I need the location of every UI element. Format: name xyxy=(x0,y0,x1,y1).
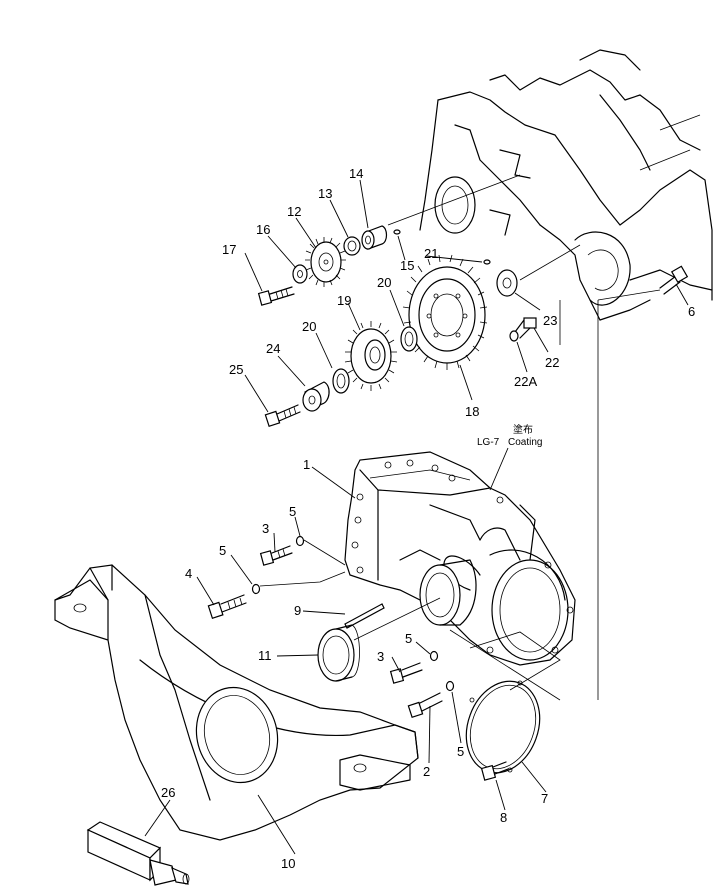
coating-note-lg7: LG-7 xyxy=(477,437,500,448)
washer-5-left xyxy=(251,583,261,595)
label-26: 26 xyxy=(161,785,175,800)
label-22a: 22A xyxy=(514,374,537,389)
pin-15 xyxy=(393,229,401,235)
leader-lines xyxy=(144,179,689,855)
gear-19 xyxy=(344,321,398,391)
washer-16 xyxy=(292,264,308,284)
label-9: 9 xyxy=(294,603,301,618)
bolt-25 xyxy=(264,404,301,428)
label-20-upper: 20 xyxy=(377,275,391,290)
gear-12 xyxy=(305,237,346,287)
label-3-upper: 3 xyxy=(262,521,269,536)
bolt-3-upper xyxy=(259,545,293,566)
label-15: 15 xyxy=(400,258,414,273)
label-18: 18 xyxy=(465,404,479,419)
label-5-upper: 5 xyxy=(289,504,296,519)
bracket-10 xyxy=(54,564,419,841)
bushing-20-lower xyxy=(332,368,350,394)
label-10: 10 xyxy=(281,856,295,871)
washer-5-lower xyxy=(445,680,455,692)
bolt-3-lower xyxy=(389,662,423,684)
label-11: 11 xyxy=(258,648,272,663)
bolt-6 xyxy=(659,265,689,295)
label-24: 24 xyxy=(266,341,280,356)
label-17: 17 xyxy=(222,242,236,257)
coating-note: 塗布 LG-7 Coating xyxy=(477,423,542,448)
label-12: 12 xyxy=(287,204,301,219)
bolt-2 xyxy=(407,692,443,719)
label-16: 16 xyxy=(256,222,270,237)
bushing-20-upper xyxy=(400,326,418,352)
engine-block-outline xyxy=(419,49,713,321)
label-22: 22 xyxy=(545,355,559,370)
bushing-13 xyxy=(343,236,361,256)
label-4: 4 xyxy=(185,566,192,581)
label-8: 8 xyxy=(500,810,507,825)
coating-note-coating: Coating xyxy=(508,437,542,448)
pin-9 xyxy=(344,603,385,629)
label-21: 21 xyxy=(424,246,438,261)
gear-18 xyxy=(402,254,488,370)
label-5-left: 5 xyxy=(219,543,226,558)
label-14: 14 xyxy=(349,166,363,181)
bolt-22 xyxy=(514,317,537,339)
washer-5-upper xyxy=(295,535,305,547)
label-6: 6 xyxy=(688,304,695,319)
label-19: 19 xyxy=(337,293,351,308)
label-13: 13 xyxy=(318,186,332,201)
bolt-4 xyxy=(207,594,247,619)
tool-26 xyxy=(86,821,190,886)
label-7: 7 xyxy=(541,791,548,806)
label-1: 1 xyxy=(303,457,310,472)
pin-21 xyxy=(483,259,491,265)
label-5-lower: 5 xyxy=(457,744,464,759)
cover-plate-7 xyxy=(465,680,541,774)
part-labels: 17 16 12 13 14 15 21 20 19 20 24 25 18 2… xyxy=(161,166,695,871)
label-25: 25 xyxy=(229,362,243,377)
shaft-24 xyxy=(302,381,330,412)
washer-22a xyxy=(509,330,519,342)
label-23: 23 xyxy=(543,313,557,328)
oil-seal-11 xyxy=(317,624,360,682)
label-5-mid: 5 xyxy=(405,631,412,646)
coating-note-kanji: 塗布 xyxy=(513,423,533,436)
bolt-8 xyxy=(480,761,509,781)
assembly-guide-lines xyxy=(387,174,661,701)
label-2: 2 xyxy=(423,764,430,779)
washer-23 xyxy=(496,269,518,297)
label-3-lower: 3 xyxy=(377,649,384,664)
bolt-17 xyxy=(257,286,295,306)
washer-5-mid xyxy=(429,650,439,662)
gear-case-cover-1 xyxy=(344,451,576,666)
label-20-lower: 20 xyxy=(302,319,316,334)
shaft-14 xyxy=(361,225,388,250)
